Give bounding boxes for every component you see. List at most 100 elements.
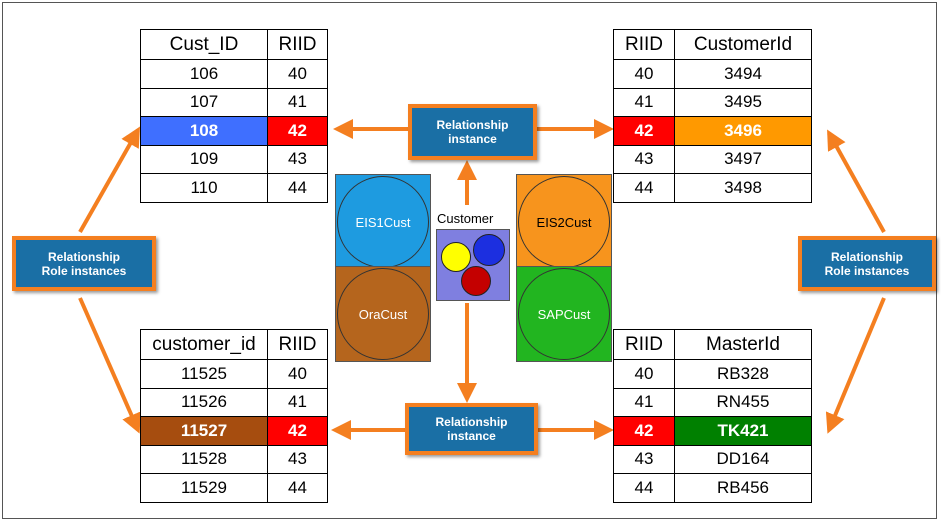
arrow-right-role-to-br [825, 297, 886, 434]
table-cell: 107 [140, 87, 268, 117]
table-cell: 11525 [140, 359, 268, 389]
column-header: CustomerId [674, 29, 812, 60]
table-cell: 3494 [674, 59, 812, 89]
table-cell: 3498 [674, 173, 812, 203]
arrow-left-role-to-tl [78, 126, 140, 233]
column-header: RIID [267, 329, 328, 360]
table-cell: 43 [267, 444, 328, 474]
table-cell: 40 [613, 359, 675, 389]
table-cell: 44 [613, 473, 675, 503]
table-cell: 109 [140, 144, 268, 174]
sapcust-square: SAPCust [516, 266, 612, 362]
eis1cust-label: EIS1Cust [355, 214, 411, 230]
sapcust-circle: SAPCust [518, 268, 610, 360]
relationship-instance-box-bottom: Relationship instance [405, 403, 538, 455]
table-cell: 11529 [140, 473, 268, 503]
customer-square [436, 229, 510, 301]
eis2cust-circle: EIS2Cust [518, 176, 610, 268]
column-header: Cust_ID [140, 29, 268, 60]
table-cell: 106 [140, 59, 268, 89]
box-line-2: Role instances [824, 263, 910, 278]
eis2cust-label: EIS2Cust [536, 214, 592, 230]
oracust-circle: OraCust [337, 268, 429, 360]
table-cell: 44 [267, 173, 328, 203]
table-cell: 3495 [674, 87, 812, 117]
table-cell: 11527 [140, 416, 268, 446]
column-header: customer_id [140, 329, 268, 360]
table-cell: RB456 [674, 473, 812, 503]
table-cell: 108 [140, 116, 268, 146]
table-cell: 43 [613, 444, 675, 474]
table-cell: TK421 [674, 416, 812, 446]
arrow-right-role-to-tr [827, 129, 886, 233]
table-cell: 11526 [140, 387, 268, 417]
relationship-instance-box-top: Relationship instance [408, 104, 537, 160]
table-cell: 11528 [140, 444, 268, 474]
role-instances-box-left: Relationship Role instances [12, 236, 156, 291]
box-line-1: Relationship [435, 415, 508, 429]
box-line-2: instance [448, 132, 497, 146]
table-cell: 42 [613, 416, 675, 446]
table-cell: 44 [267, 473, 328, 503]
box-line-1: Relationship [436, 118, 509, 132]
table-cell: 40 [613, 59, 675, 89]
table-cell: 41 [267, 87, 328, 117]
red-circle [461, 266, 491, 296]
yellow-circle [441, 242, 471, 272]
box-line-2: instance [447, 429, 496, 443]
box-line-1: Relationship [830, 249, 903, 264]
table-cell: 41 [267, 387, 328, 417]
table-cell: RB328 [674, 359, 812, 389]
column-header: RIID [613, 29, 675, 60]
table-cell: DD164 [674, 444, 812, 474]
table-cell: 42 [267, 116, 328, 146]
arrow-left-role-to-bl [78, 297, 141, 434]
table-cell: 3497 [674, 144, 812, 174]
table-cell: 42 [267, 416, 328, 446]
table-cell: 43 [613, 144, 675, 174]
sapcust-label: SAPCust [537, 306, 591, 322]
table-cell: 110 [140, 173, 268, 203]
table-cell: 40 [267, 59, 328, 89]
column-header: RIID [613, 329, 675, 360]
customer-label: Customer [437, 211, 494, 226]
blue-circle [473, 234, 505, 266]
table-cell: 41 [613, 387, 675, 417]
role-instances-box-right: Relationship Role instances [798, 236, 936, 291]
eis1cust-circle: EIS1Cust [337, 176, 429, 268]
oracust-label: OraCust [358, 306, 408, 322]
eis1cust-square: EIS1Cust [335, 174, 431, 270]
oracust-square: OraCust [335, 266, 431, 362]
column-header: MasterId [674, 329, 812, 360]
column-header: RIID [267, 29, 328, 60]
